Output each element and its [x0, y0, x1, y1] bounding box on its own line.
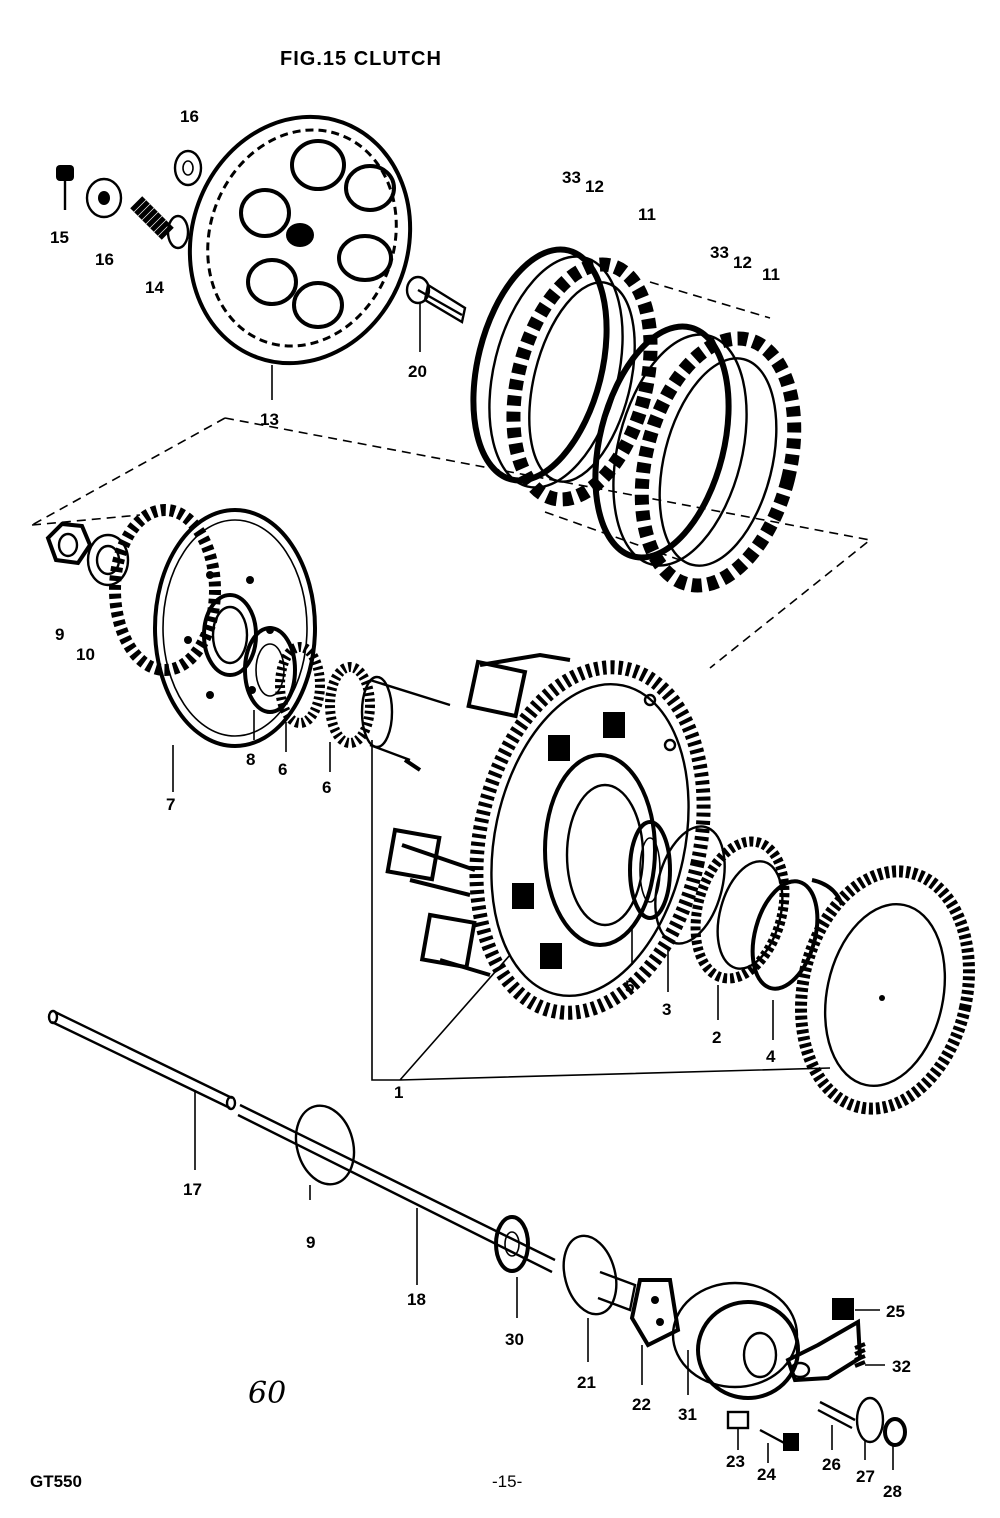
washer-16: [85, 177, 123, 219]
bearing-2: [690, 836, 790, 1020]
o-ring-3: [654, 825, 726, 992]
callout-29: 28: [883, 1482, 902, 1501]
callout-2: 2: [712, 1028, 721, 1047]
part-21-nut: [173, 149, 203, 187]
callout-6-left: 6: [278, 760, 287, 779]
callout-21: 16: [180, 107, 199, 126]
push-rod-17: [47, 1009, 237, 1170]
callout-1: 1: [394, 1083, 403, 1102]
gasket-23: [629, 1278, 681, 1385]
figure-title: FIG.15 CLUTCH: [280, 48, 442, 70]
callout-25: 24: [757, 1465, 776, 1484]
pressure-plate: [187, 114, 413, 400]
callout-22: 21: [577, 1373, 596, 1392]
spacer-sleeve: [369, 678, 451, 762]
push-rod-18: [237, 1103, 556, 1285]
callout-14: 14: [145, 278, 164, 297]
callout-33-upper: 33: [562, 168, 581, 187]
clutch-hub-nut: [45, 521, 93, 566]
circlip-4: [750, 878, 844, 1040]
callout-16: 16: [95, 250, 114, 269]
callout-23: 22: [632, 1395, 651, 1414]
spacer-end: [360, 675, 394, 749]
callout-4: 4: [766, 1047, 776, 1066]
clutch-spring-screw: [56, 165, 74, 210]
release-screw-22: [562, 1234, 637, 1362]
callout-1-leaders: [371, 740, 831, 1081]
callout-7: 7: [166, 795, 175, 814]
callout-32: 32: [892, 1357, 911, 1376]
clutch-housing-primary-driven-gear: [385, 652, 711, 1020]
callout-12-upper: 12: [585, 177, 604, 196]
callout-33-lower: 33: [710, 243, 729, 262]
oil-seal-30: [494, 1215, 530, 1318]
callout-8: 8: [246, 750, 255, 769]
callout-31: 31: [678, 1405, 697, 1424]
callout-11-upper: 11: [638, 205, 656, 224]
callout-3: 3: [662, 1000, 671, 1019]
callout-27: 26: [822, 1455, 841, 1474]
release-cover: [671, 1281, 800, 1450]
callout-11-lower: 11: [762, 265, 780, 284]
page-number: -15-: [492, 1472, 523, 1491]
callout-18: 18: [407, 1290, 426, 1309]
callout-26: 25: [886, 1302, 905, 1321]
needle-bearings: [275, 642, 375, 772]
callout-24: 23: [726, 1452, 745, 1471]
callout-17: 17: [183, 1180, 202, 1199]
callout-10: 10: [76, 645, 95, 664]
callout-6-right: 6: [322, 778, 331, 797]
callout-9-upper: 9: [55, 625, 64, 644]
push-piece: [405, 275, 467, 352]
callout-9-lower: 9: [306, 1233, 315, 1252]
clutch-plates-rear: [592, 323, 802, 593]
callout-13: 13: [260, 410, 279, 429]
release-lever-assembly: [785, 1298, 907, 1470]
clutch-sleeve-hub: [109, 504, 317, 792]
callout-28: 27: [856, 1467, 875, 1486]
callout-30: 30: [505, 1330, 524, 1349]
handwritten-note: 60: [248, 1376, 287, 1411]
model-code: GT550: [30, 1472, 82, 1491]
callout-20: 20: [408, 362, 427, 381]
screw-25: [759, 1428, 799, 1463]
callout-12-lower: 12: [733, 253, 752, 272]
plate-alignment-lines: [544, 281, 771, 561]
callout-5: 5: [625, 977, 634, 996]
clutch-spring: [130, 196, 190, 250]
callout-15: 15: [50, 228, 69, 247]
assembly-boundary: [31, 417, 872, 669]
oil-pump-drive-gear: [795, 865, 975, 1115]
